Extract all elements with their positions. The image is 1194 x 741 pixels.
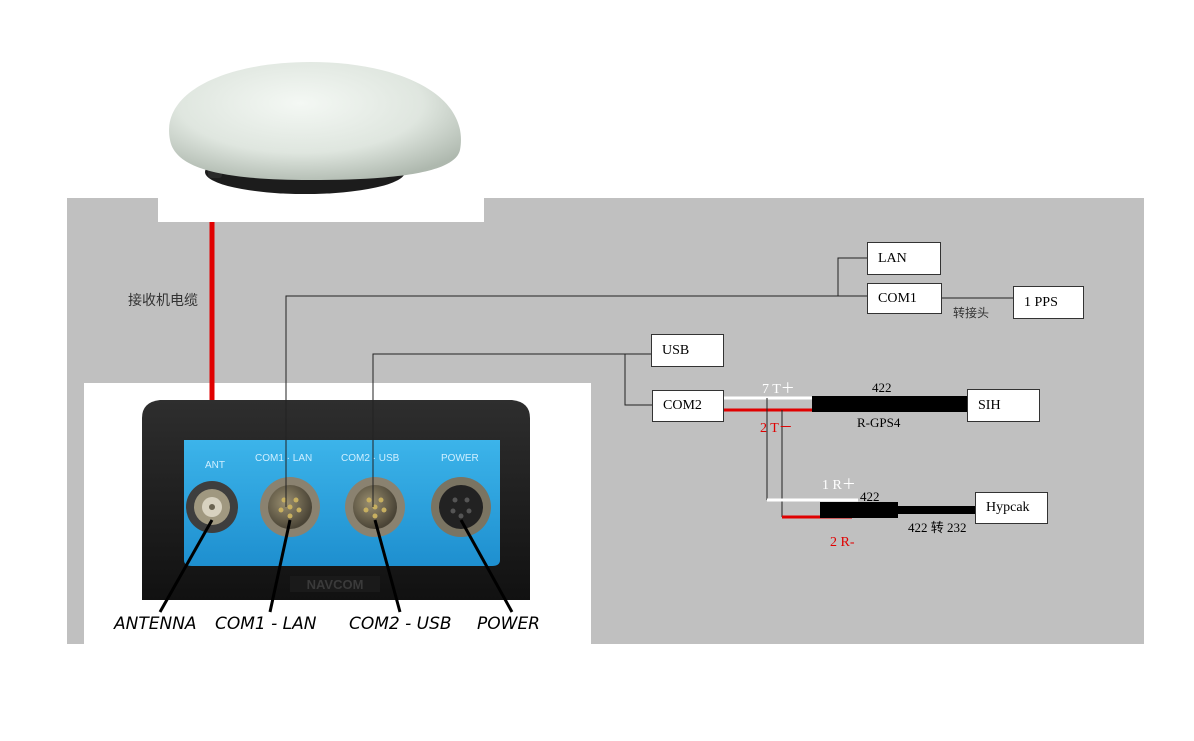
- adapter-label: 转接头: [953, 306, 990, 320]
- r-plus-label: 1 R＋: [822, 478, 856, 493]
- t-plus-label: 7 T＋: [762, 382, 795, 397]
- com2-usb-connector: [345, 477, 405, 537]
- power-connector: [431, 477, 491, 537]
- port-label-power: POWER: [477, 614, 540, 634]
- conn-label-ant: ANT: [205, 460, 225, 471]
- com2-box: COM2: [652, 390, 724, 422]
- lan-box: LAN: [867, 242, 941, 275]
- t-minus-label: 2 T－: [760, 421, 793, 436]
- signal-lines: [285, 257, 1013, 507]
- brand-label: NAVCOM: [307, 577, 364, 592]
- ant-connector: [186, 481, 238, 533]
- sih-box: SIH: [967, 389, 1040, 422]
- r-gps4-label: R-GPS4: [857, 415, 901, 430]
- conn-label-com2: COM2 · USB: [341, 453, 400, 464]
- rs422-wiring: [724, 396, 975, 519]
- port-label-com1-lan: COM1 - LAN: [215, 614, 317, 634]
- r-minus-label: 2 R-: [830, 535, 855, 550]
- receiver-cable-label: 接收机电缆: [128, 293, 198, 309]
- port-label-antenna: ANTENNA: [114, 614, 197, 634]
- receiver-device: NAVCOM: [142, 400, 530, 613]
- conn-label-com1: COM1 · LAN: [255, 453, 313, 464]
- hypcak-box: Hypcak: [975, 492, 1048, 524]
- com1-box: COM1: [867, 283, 942, 314]
- usb-box: USB: [651, 334, 724, 367]
- pps-box: 1 PPS: [1013, 286, 1084, 319]
- converter-label: 422 转 232: [908, 520, 967, 535]
- line-422-top-label: 422: [872, 380, 892, 395]
- line-422-bottom-label: 422: [860, 489, 880, 504]
- port-label-com2-usb: COM2 - USB: [349, 614, 452, 634]
- com1-lan-connector: [260, 477, 320, 537]
- gps-antenna-icon: [169, 62, 461, 194]
- conn-label-power: POWER: [441, 453, 479, 464]
